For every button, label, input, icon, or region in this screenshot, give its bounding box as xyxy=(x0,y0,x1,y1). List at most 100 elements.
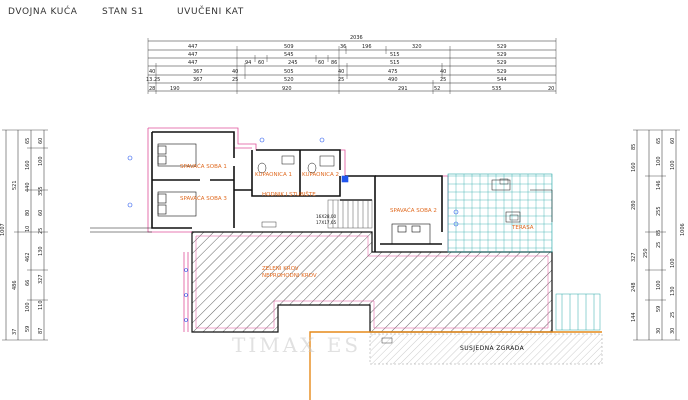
room-label-bed1: SPAVAĆA SOBA 1 xyxy=(180,163,227,170)
house-title: DVOJNA KUĆA xyxy=(8,7,78,17)
dim-left-b7: 100 xyxy=(25,302,31,312)
dim-r6-c: 920 xyxy=(282,86,292,92)
dim-left-b0: 65 xyxy=(25,138,31,144)
small-terrace-right xyxy=(555,293,601,331)
neighbor-building xyxy=(309,331,603,400)
dim-right-a4: 250 xyxy=(643,248,649,258)
balcony-left xyxy=(90,227,152,233)
dim-right-a6: 144 xyxy=(631,312,637,322)
dim-r3-h: 529 xyxy=(497,60,507,66)
dim-left-a1: 37 xyxy=(12,329,18,335)
dim-left-b6: 66 xyxy=(25,280,31,286)
dim-left-c2: 355 xyxy=(38,186,44,196)
dim-r3-b: 94 xyxy=(245,60,251,66)
room-label-roof1: ZELENI KROV xyxy=(262,266,299,272)
room-label-hall: HODNIK I STUBIŠTE xyxy=(262,191,316,198)
bed-room1 xyxy=(157,143,197,167)
dim-r5-h: 544 xyxy=(497,77,507,83)
dim-r6-d: 291 xyxy=(398,86,408,92)
dim-r6-e: 52 xyxy=(434,86,440,92)
left-dimension-lines xyxy=(2,129,48,341)
dim-r3-e: 60 xyxy=(318,60,324,66)
interior-walls xyxy=(151,131,443,252)
dim-left-sub: 486 xyxy=(12,280,18,290)
dim-right-c4: 25 xyxy=(670,312,676,318)
dim-right-c3: 130 xyxy=(670,286,676,296)
dim-left-c6: 327 xyxy=(38,274,44,284)
dim-left-c0: 60 xyxy=(38,138,44,144)
room-label-roof2: NEPROHODNI KROV xyxy=(262,273,317,279)
area-value-b: 17X17,65 xyxy=(316,220,337,225)
dim-right-b7: 59 xyxy=(656,306,662,312)
dim-r1-b: 509 xyxy=(284,44,294,50)
dim-left-b4: 10 xyxy=(25,226,31,232)
dim-right-b4: 85 xyxy=(656,230,662,236)
dim-left-b3: 80 xyxy=(25,210,31,216)
dim-r2-d: 529 xyxy=(497,52,507,58)
room-label-bath2: KUPAONICA 2 xyxy=(302,172,339,178)
dim-r2-a: 447 xyxy=(188,52,198,58)
dim-r4-d: 505 xyxy=(284,69,294,75)
room-label-bath1: KUPAONICA 1 xyxy=(255,172,292,178)
dim-left-c8: 87 xyxy=(38,328,44,334)
dim-left-a0: 521 xyxy=(12,180,18,190)
dim-right-b1: 100 xyxy=(656,156,662,166)
area-value-a: 16X28,00 xyxy=(316,214,337,219)
dim-r5-a: 13.25 xyxy=(146,77,160,83)
element-tags xyxy=(261,178,519,344)
dim-total-top: 2036 xyxy=(350,35,363,41)
dim-left-c7: 110 xyxy=(38,300,44,310)
top-dimension-lines xyxy=(147,38,557,94)
dim-r6-a: 28 xyxy=(149,86,155,92)
dim-right-c0: 60 xyxy=(670,138,676,144)
watermark-text: TIMAX ES xyxy=(232,333,361,357)
dim-r6-g: 20 xyxy=(548,86,554,92)
dim-left-b5: 462 xyxy=(25,252,31,262)
dim-r1-c: 36 xyxy=(340,44,346,50)
dim-r3-d: 245 xyxy=(288,60,298,66)
dim-r1-a: 447 xyxy=(188,44,198,50)
dim-r1-f: 529 xyxy=(497,44,507,50)
neighbor-label: SUSJEDNA ZGRADA xyxy=(460,345,525,352)
dim-right-total: 1006 xyxy=(680,223,686,236)
dim-r4-a: 40 xyxy=(149,69,155,75)
room-label-bed2: SPAVAĆA SOBA 2 xyxy=(390,207,437,214)
dim-left-c1: 100 xyxy=(38,156,44,166)
dim-left-b2: 440 xyxy=(25,182,31,192)
dim-r2-b: 545 xyxy=(284,52,294,58)
dim-r6-f: 535 xyxy=(492,86,502,92)
dim-right-a1: 160 xyxy=(631,162,637,172)
dim-right-a5: 248 xyxy=(631,282,637,292)
dim-right-b0: 65 xyxy=(656,138,662,144)
dim-r5-f: 490 xyxy=(388,77,398,83)
dim-right-c2: 100 xyxy=(670,258,676,268)
dim-right-c1: 100 xyxy=(670,160,676,170)
staircase xyxy=(327,199,373,229)
dim-left-c3: 60 xyxy=(38,210,44,216)
dim-right-c5: 30 xyxy=(670,328,676,334)
bathroom-fixtures xyxy=(257,155,335,174)
dim-right-b6: 100 xyxy=(656,280,662,290)
dim-r5-d: 520 xyxy=(284,77,294,83)
floor-title: UVUČENI KAT xyxy=(177,7,244,17)
dim-right-a0: 85 xyxy=(631,144,637,150)
dim-r4-b: 367 xyxy=(193,69,203,75)
dim-left-c5: 130 xyxy=(38,246,44,256)
right-dimension-lines xyxy=(633,129,680,341)
dim-r1-d: 196 xyxy=(362,44,372,50)
dim-right-b8: 30 xyxy=(656,328,662,334)
dim-r1-e: 320 xyxy=(412,44,422,50)
dim-r4-h: 529 xyxy=(497,69,507,75)
dim-right-a2: 280 xyxy=(631,200,637,210)
dim-left-c4: 25 xyxy=(38,228,44,234)
room-label-terrace: TERASA xyxy=(511,225,534,231)
dim-r3-c: 60 xyxy=(258,60,264,66)
dim-r4-g: 40 xyxy=(440,69,446,75)
terrace-furniture xyxy=(491,179,553,223)
dim-right-b2: 146 xyxy=(656,180,662,190)
bed-room2 xyxy=(391,223,431,245)
dim-r3-g: 515 xyxy=(390,60,400,66)
dim-r2-c: 515 xyxy=(390,52,400,58)
dim-r4-c: 40 xyxy=(232,69,238,75)
